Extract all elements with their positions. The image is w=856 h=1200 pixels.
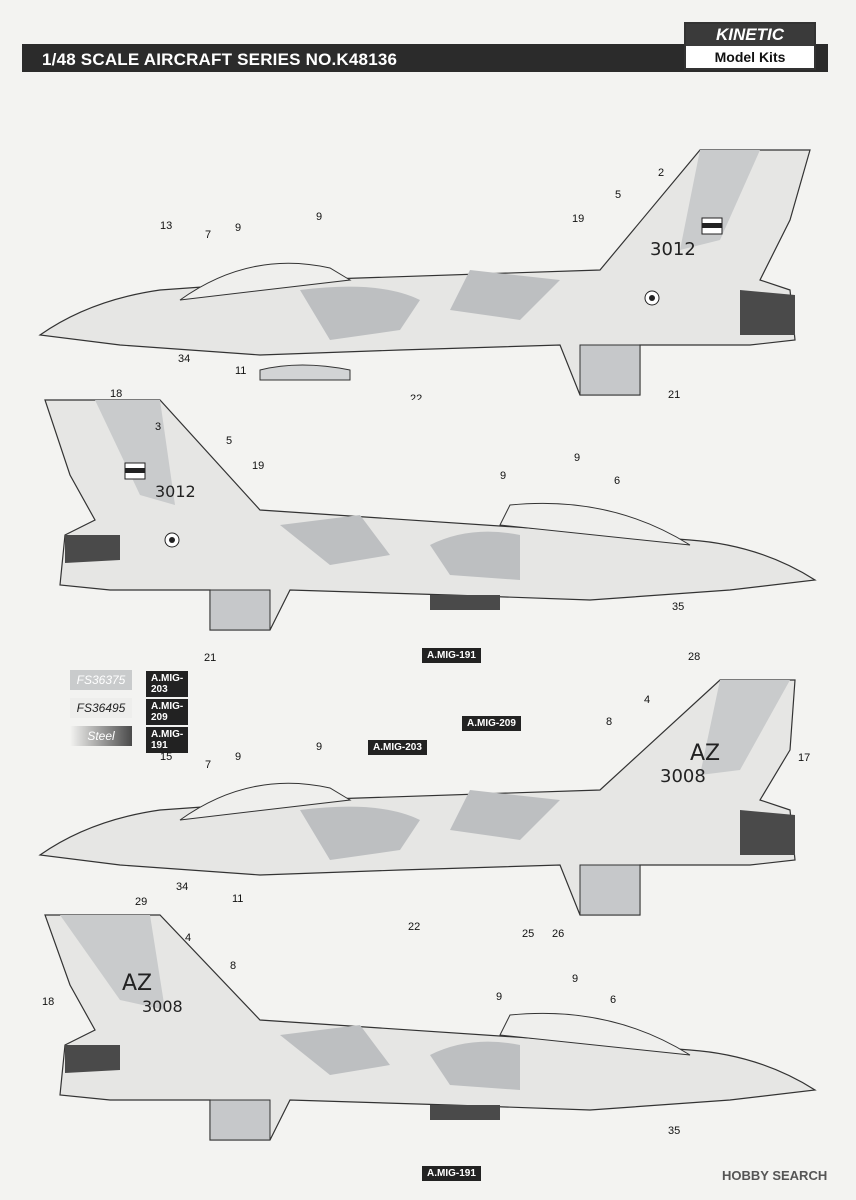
paint-tag-mig-203-callout: A.MIG-203: [368, 740, 427, 755]
callout-28: 28: [688, 651, 700, 663]
swatch-fs36495: FS36495: [70, 698, 132, 718]
callout-26: 26: [552, 399, 564, 400]
callout-35: 35: [668, 1125, 680, 1137]
logo-brand: KINETIC: [686, 24, 814, 46]
callout-9a: 9: [500, 470, 506, 482]
callout-8: 8: [230, 960, 236, 972]
aircraft-profile-right-3012: 3012 18 3 5 19 9 9 6 35 21: [44, 388, 817, 664]
callout-7: 7: [205, 759, 211, 771]
callout-3: 3: [155, 421, 161, 433]
aircraft-profile-right-3008: AZ 3008 29 4 8 18 9 9 6 35: [42, 896, 817, 1141]
paint-tag-steel: A.MIG-191: [422, 648, 481, 663]
callout-9a: 9: [235, 751, 241, 763]
tail-number: 3012: [650, 239, 696, 260]
tail-number: 3008: [142, 997, 183, 1016]
profile-4-body: AZ 3008: [44, 914, 817, 1141]
page-title: 1/48 SCALE AIRCRAFT SERIES NO.K48136: [42, 50, 398, 69]
callout-9a: 9: [496, 991, 502, 1003]
callout-15: 15: [160, 751, 172, 763]
paint-tag-mig-203: A.MIG-203: [146, 671, 189, 697]
callout-9b: 9: [316, 211, 322, 223]
callout-9b: 9: [574, 452, 580, 464]
callout-5: 5: [615, 189, 621, 201]
swatch-fs36375: FS36375: [70, 670, 132, 690]
paint-tag-mig-209-callout: A.MIG-209: [462, 716, 521, 731]
callout-22: 22: [408, 921, 420, 933]
callout-25: 25: [522, 928, 534, 940]
paint-tag-steel: A.MIG-191: [422, 1166, 481, 1181]
callout-18: 18: [110, 388, 122, 400]
callout-17: 17: [798, 752, 810, 764]
callout-26: 26: [552, 928, 564, 940]
callout-22: 22: [410, 393, 422, 400]
callout-35: 35: [672, 601, 684, 613]
paint-tag-mig-191: A.MIG-191: [146, 727, 189, 753]
callout-25: 25: [525, 399, 537, 400]
tail-code: AZ: [690, 741, 720, 766]
swatch-steel: Steel: [70, 726, 132, 746]
callout-5: 5: [226, 435, 232, 447]
callout-11: 11: [232, 893, 243, 905]
callout-9a: 9: [235, 222, 241, 234]
aircraft-profile-left-3008: AZ 3008 28 4 8 17 15 7 9 9 34 11 22 25 2…: [38, 651, 810, 940]
callout-11: 11: [235, 365, 246, 377]
profile-3-body: AZ 3008: [38, 679, 796, 916]
callout-6: 6: [610, 994, 616, 1006]
callout-6: 6: [614, 475, 620, 487]
tail-number: 3008: [660, 766, 706, 787]
callout-34: 34: [178, 353, 190, 365]
logo-subtitle: Model Kits: [714, 49, 786, 65]
callout-21: 21: [204, 652, 216, 664]
callout-29: 29: [135, 896, 147, 908]
callout-34: 34: [176, 881, 188, 893]
watermark: HOBBY SEARCH: [722, 1168, 828, 1183]
callout-8: 8: [606, 716, 612, 728]
callout-13: 13: [160, 220, 172, 232]
profile-2-body: 3012: [44, 399, 817, 631]
callout-7: 7: [205, 229, 211, 241]
callout-19: 19: [252, 460, 264, 472]
callout-19: 19: [572, 213, 584, 225]
profile-1-body: 3012: [38, 149, 811, 396]
callout-4: 4: [644, 694, 650, 706]
callout-2: 2: [658, 167, 664, 179]
tail-code: AZ: [122, 971, 152, 996]
callout-9b: 9: [316, 741, 322, 753]
callout-4: 4: [185, 932, 191, 944]
tail-number: 3012: [155, 482, 196, 501]
callout-21: 21: [668, 389, 680, 400]
callout-17: 17: [702, 130, 714, 131]
callout-9b: 9: [572, 973, 578, 985]
kinetic-logo: KINETIC Model Kits: [684, 22, 816, 70]
callout-18: 18: [42, 996, 54, 1008]
paint-tag-mig-209: A.MIG-209: [146, 699, 189, 725]
aircraft-profile-left-3012: 3012 17 2 5 19 13 7 9 9 34 11 22 25 26 2…: [38, 130, 811, 400]
